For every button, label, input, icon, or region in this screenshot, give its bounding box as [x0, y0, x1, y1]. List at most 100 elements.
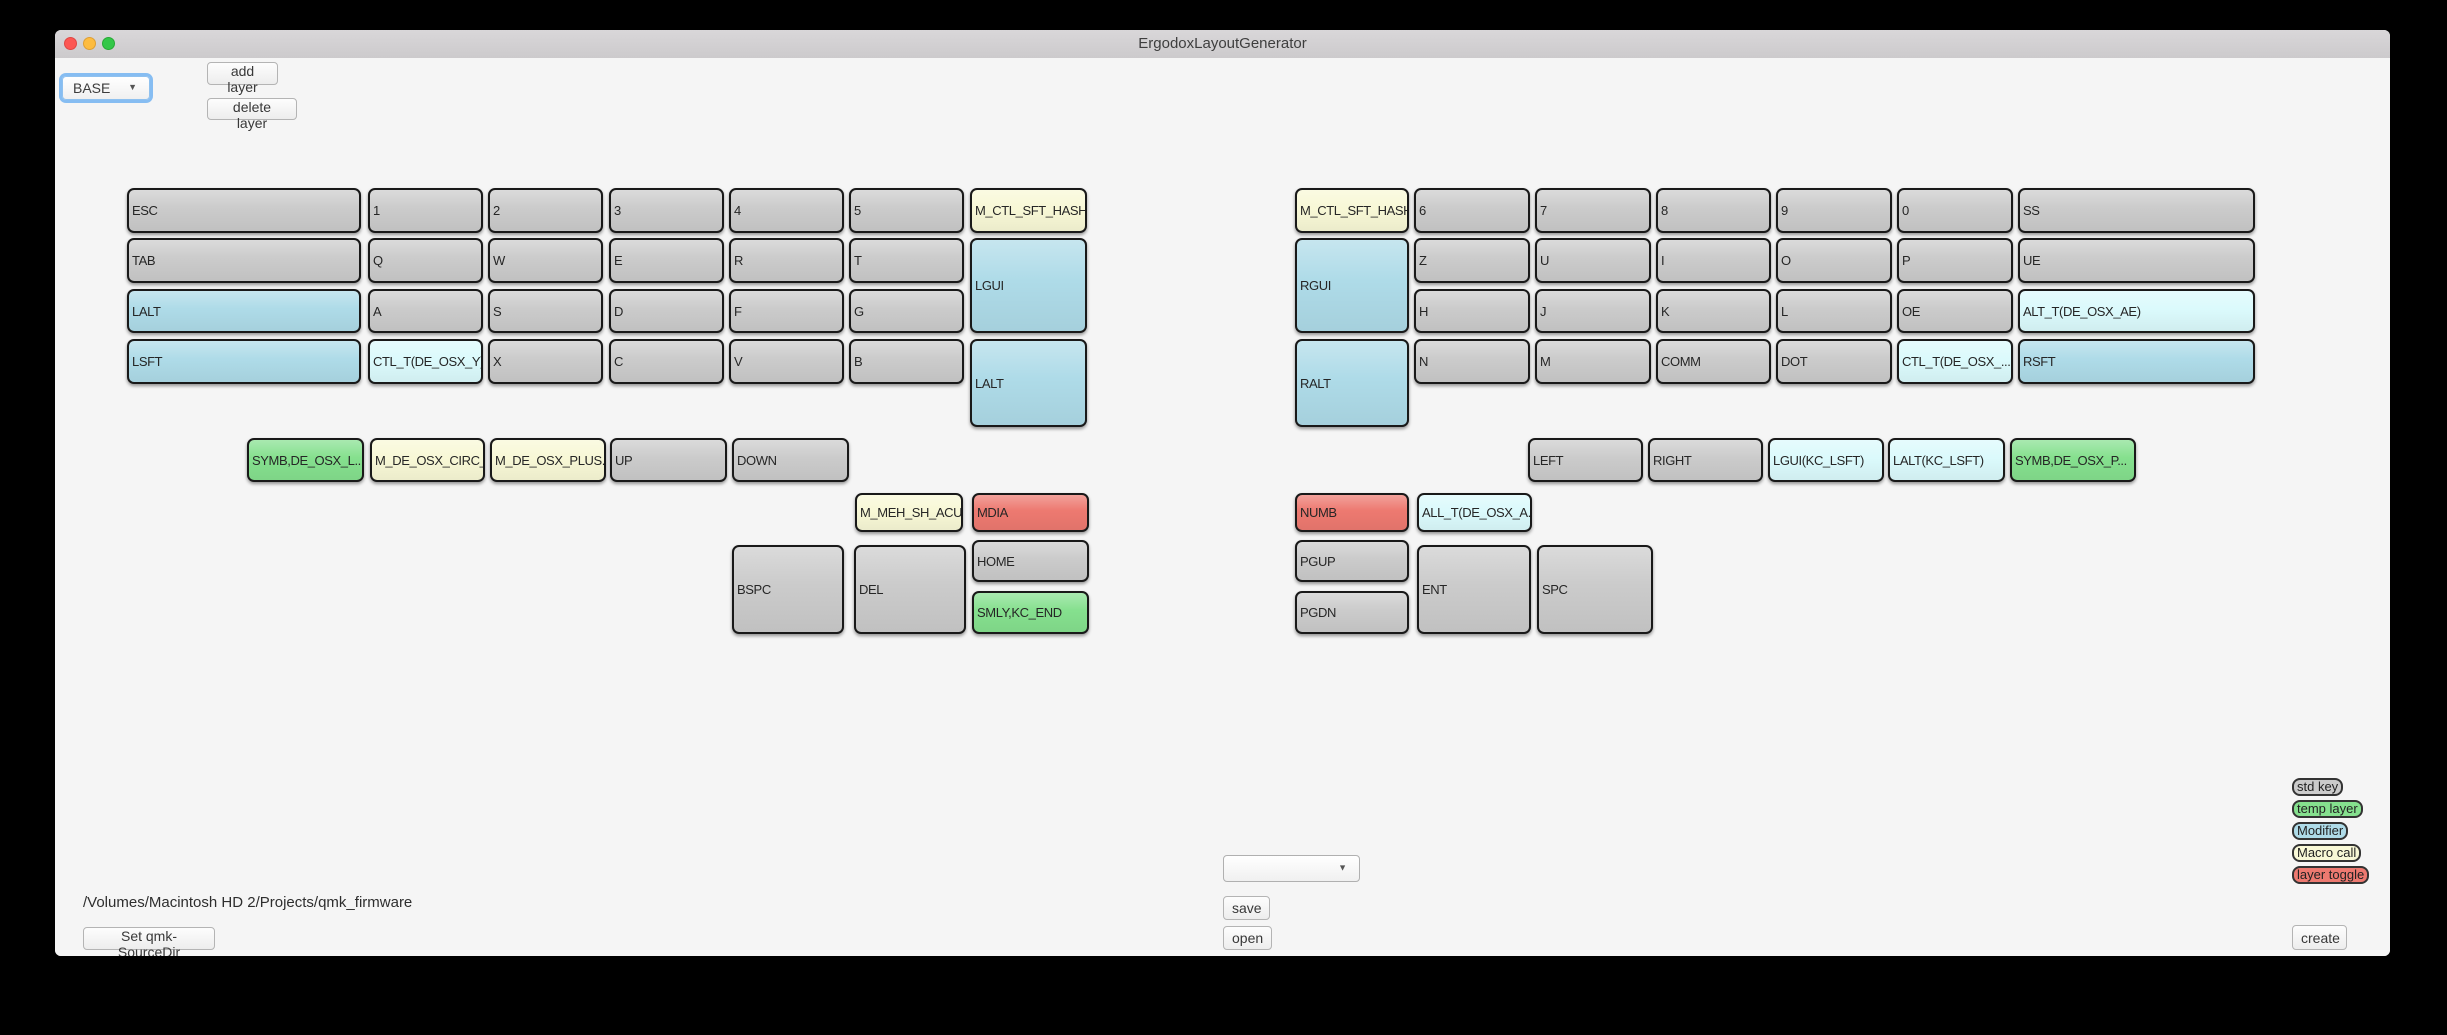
- key-right-9[interactable]: 9: [1776, 188, 1892, 233]
- key-right-j[interactable]: J: [1535, 289, 1651, 333]
- key-right-m-ctl-sft-hash[interactable]: M_CTL_SFT_HASH: [1295, 188, 1409, 233]
- save-button[interactable]: save: [1223, 896, 1270, 920]
- key-label: I: [1661, 253, 1665, 268]
- key-right-alt-t-de-osx-ae[interactable]: ALT_T(DE_OSX_AE): [2018, 289, 2255, 333]
- key-right-lalt-kc-lsft[interactable]: LALT(KC_LSFT): [1888, 438, 2005, 482]
- key-right-z[interactable]: Z: [1414, 238, 1530, 283]
- key-right-lgui-kc-lsft[interactable]: LGUI(KC_LSFT): [1768, 438, 1884, 482]
- qmk-source-path: /Volumes/Macintosh HD 2/Projects/qmk_fir…: [83, 894, 413, 911]
- key-right-i[interactable]: I: [1656, 238, 1771, 283]
- key-left-3[interactable]: 3: [609, 188, 724, 233]
- key-right-all-t-de-osx-a[interactable]: ALL_T(DE_OSX_A...: [1417, 493, 1532, 532]
- set-qmk-sourcedir-button[interactable]: Set qmk-SourceDir: [83, 927, 215, 956]
- zoom-button[interactable]: [102, 37, 115, 50]
- key-label: M_CTL_SFT_HASH: [1300, 203, 1409, 218]
- key-right-ue[interactable]: UE: [2018, 238, 2255, 283]
- key-left-b[interactable]: B: [849, 339, 964, 384]
- key-right-o[interactable]: O: [1776, 238, 1892, 283]
- key-right-u[interactable]: U: [1535, 238, 1651, 283]
- key-label: 7: [1540, 203, 1547, 218]
- key-left-s[interactable]: S: [488, 289, 603, 333]
- key-left-smly-kc-end[interactable]: SMLY,KC_END: [972, 591, 1089, 634]
- minimize-button[interactable]: [83, 37, 96, 50]
- key-left-e[interactable]: E: [609, 238, 724, 283]
- key-right-dot[interactable]: DOT: [1776, 339, 1892, 384]
- key-left-d[interactable]: D: [609, 289, 724, 333]
- key-left-q[interactable]: Q: [368, 238, 483, 283]
- layer-select[interactable]: BASE ▼: [62, 76, 150, 100]
- key-right-ralt[interactable]: RALT: [1295, 339, 1409, 427]
- key-right-oe[interactable]: OE: [1897, 289, 2013, 333]
- key-left-c[interactable]: C: [609, 339, 724, 384]
- key-left-lgui[interactable]: LGUI: [970, 238, 1087, 333]
- key-left-del[interactable]: DEL: [854, 545, 966, 634]
- key-left-5[interactable]: 5: [849, 188, 964, 233]
- key-right-spc[interactable]: SPC: [1537, 545, 1653, 634]
- key-label: SYMB,DE_OSX_L...: [252, 452, 364, 468]
- key-left-m-de-osx-circ[interactable]: M_DE_OSX_CIRC_...: [370, 438, 485, 482]
- key-left-mdia[interactable]: MDIA: [972, 493, 1089, 532]
- key-right-pgup[interactable]: PGUP: [1295, 540, 1409, 582]
- key-left-lsft[interactable]: LSFT: [127, 339, 361, 384]
- key-right-symb-de-osx-p[interactable]: SYMB,DE_OSX_P...: [2010, 438, 2136, 482]
- key-left-t[interactable]: T: [849, 238, 964, 283]
- key-left-a[interactable]: A: [368, 289, 483, 333]
- key-left-lalt[interactable]: LALT: [127, 289, 361, 333]
- key-right-right[interactable]: RIGHT: [1648, 438, 1763, 482]
- key-right-h[interactable]: H: [1414, 289, 1530, 333]
- key-left-symb-de-osx-l[interactable]: SYMB,DE_OSX_L...: [247, 438, 364, 482]
- key-right-ss[interactable]: SS: [2018, 188, 2255, 233]
- key-left-lalt[interactable]: LALT: [970, 339, 1087, 427]
- key-left-m-meh-sh-acut[interactable]: M_MEH_SH_ACUT: [855, 493, 963, 532]
- key-left-m-de-osx-plus[interactable]: M_DE_OSX_PLUS...: [490, 438, 606, 482]
- delete-layer-button[interactable]: delete layer: [207, 98, 297, 131]
- key-right-rgui[interactable]: RGUI: [1295, 238, 1409, 333]
- key-left-esc[interactable]: ESC: [127, 188, 361, 233]
- key-right-6[interactable]: 6: [1414, 188, 1530, 233]
- key-label: Q: [373, 253, 383, 268]
- key-left-1[interactable]: 1: [368, 188, 483, 233]
- key-right-m[interactable]: M: [1535, 339, 1651, 384]
- key-right-numb[interactable]: NUMB: [1295, 493, 1409, 532]
- key-left-r[interactable]: R: [729, 238, 844, 283]
- key-right-p[interactable]: P: [1897, 238, 2013, 283]
- key-left-w[interactable]: W: [488, 238, 603, 283]
- key-left-m-ctl-sft-hash[interactable]: M_CTL_SFT_HASH: [970, 188, 1087, 233]
- key-left-up[interactable]: UP: [610, 438, 727, 482]
- key-left-f[interactable]: F: [729, 289, 844, 333]
- key-right-7[interactable]: 7: [1535, 188, 1651, 233]
- key-right-comm[interactable]: COMM: [1656, 339, 1771, 384]
- key-right-k[interactable]: K: [1656, 289, 1771, 333]
- key-label: M_MEH_SH_ACUT: [860, 505, 963, 520]
- layer-select-value: BASE: [73, 80, 111, 96]
- key-right-n[interactable]: N: [1414, 339, 1530, 384]
- close-button[interactable]: [64, 37, 77, 50]
- key-left-g[interactable]: G: [849, 289, 964, 333]
- key-left-ctl-t-de-osx-y[interactable]: CTL_T(DE_OSX_Y): [368, 339, 483, 384]
- key-right-l[interactable]: L: [1776, 289, 1892, 333]
- create-button[interactable]: create: [2292, 925, 2347, 950]
- keymap-select[interactable]: ▼: [1223, 855, 1360, 882]
- key-left-down[interactable]: DOWN: [732, 438, 849, 482]
- traffic-lights: [64, 37, 115, 50]
- titlebar: ErgodoxLayoutGenerator: [55, 30, 2390, 59]
- key-left-4[interactable]: 4: [729, 188, 844, 233]
- key-right-rsft[interactable]: RSFT: [2018, 339, 2255, 384]
- key-left-home[interactable]: HOME: [972, 540, 1089, 582]
- add-layer-button[interactable]: add layer: [207, 62, 278, 95]
- key-right-left[interactable]: LEFT: [1528, 438, 1643, 482]
- open-button[interactable]: open: [1223, 926, 1272, 950]
- key-label: ALL_T(DE_OSX_A...: [1422, 505, 1532, 520]
- key-right-8[interactable]: 8: [1656, 188, 1771, 233]
- key-left-2[interactable]: 2: [488, 188, 603, 233]
- key-right-ctl-t-de-osx[interactable]: CTL_T(DE_OSX_...: [1897, 339, 2013, 384]
- key-right-0[interactable]: 0: [1897, 188, 2013, 233]
- key-left-bspc[interactable]: BSPC: [732, 545, 844, 634]
- key-left-tab[interactable]: TAB: [127, 238, 361, 283]
- key-right-pgdn[interactable]: PGDN: [1295, 591, 1409, 634]
- key-left-v[interactable]: V: [729, 339, 844, 384]
- key-left-x[interactable]: X: [488, 339, 603, 384]
- key-right-ent[interactable]: ENT: [1417, 545, 1531, 634]
- key-label: MDIA: [977, 505, 1008, 520]
- key-label: H: [1419, 303, 1428, 319]
